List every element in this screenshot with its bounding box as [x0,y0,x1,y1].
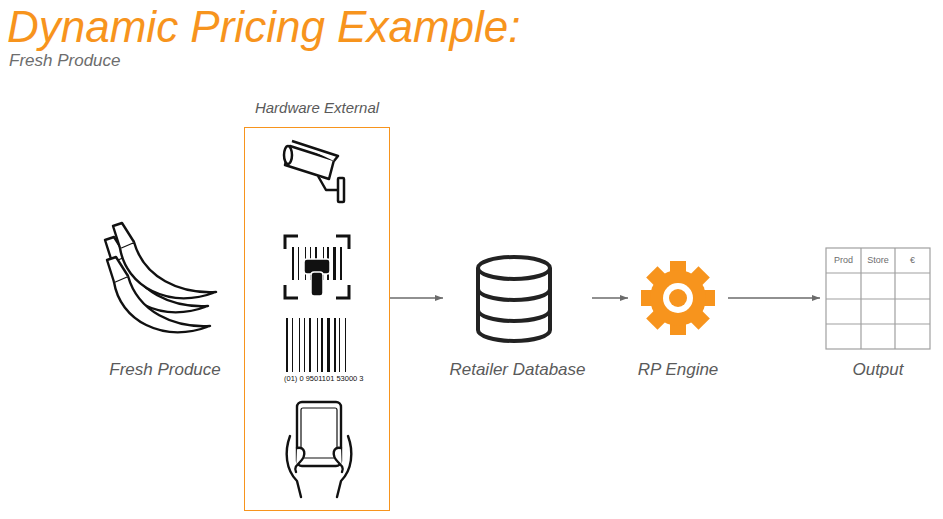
table-cell: € [895,254,930,266]
node-label: Fresh Produce [109,360,221,380]
output-table [826,248,930,349]
database-node: Retailer Database [443,250,592,380]
gear-icon [663,283,693,313]
produce-node: Fresh Produce [95,220,235,380]
node-label: Output [852,360,903,380]
scanner-icon [285,236,349,298]
title: Dynamic Pricing Example: [7,2,521,52]
flow-arrow [592,297,628,298]
database-icon [478,310,550,321]
barcode-bar [345,318,346,372]
banana-illustration [107,257,128,282]
output-table [826,248,930,349]
barcode-bar [292,247,294,280]
tablet-icon [287,436,301,497]
barcode-bar [286,318,288,372]
database-icon [478,257,550,279]
connector-group [390,298,820,299]
subtitle: Fresh Produce [9,51,121,71]
engine-node: RP Engine [628,250,728,380]
banana-illustration [114,276,210,332]
scanner-icon [336,236,349,249]
barcode-bar [299,318,300,372]
gear-icon [669,289,687,307]
barcode-bar [317,318,318,372]
barcode-bar [309,318,311,372]
camera-icon [285,146,334,179]
barcode-bar [340,247,342,280]
box-heading: Hardware External [255,98,379,118]
scanner-icon [336,285,349,298]
tablet-icon [334,448,343,472]
barcode-bar [333,247,336,280]
table-cell: Prod [826,254,861,266]
camera-icon [318,176,338,190]
barcode-bar [321,318,323,372]
table-cell: Store [861,254,895,266]
barcode-bar [327,318,330,372]
node-label: RP Engine [638,360,719,380]
barcode-bar [339,318,340,372]
camera-icon [284,141,344,202]
flow-arrow [728,297,820,298]
flow-arrow [390,297,443,298]
barcode-bar [334,318,336,372]
scanner-icon [285,236,298,249]
tablet-icon [301,408,337,458]
scanner-icon [285,285,298,298]
banana-illustration [113,223,134,248]
database-icon [478,257,550,341]
output-table [826,248,930,349]
scanner-icon [311,272,323,296]
camera-icon [338,178,344,202]
barcode-number: (01) 0 9501101 53000 3 [284,374,364,385]
barcode-icon [286,318,346,372]
scanner-icon [285,236,349,298]
hardware-box: Hardware External [244,127,390,511]
gear-icon [650,270,706,326]
tablet-icon [287,402,352,497]
barcode-bar [304,318,305,372]
database-icon [478,268,550,341]
camera-icon [284,146,292,164]
database-icon [478,289,550,300]
node-label: Retailer Database [449,360,585,380]
barcode-bar [298,247,299,280]
tablet-icon [295,448,304,472]
barcode-bar [292,318,293,372]
banana-illustration [105,223,216,332]
gear-icon [641,261,715,335]
banana-illustration [107,257,210,332]
camera-icon [292,141,338,161]
tablet-icon [337,436,351,497]
